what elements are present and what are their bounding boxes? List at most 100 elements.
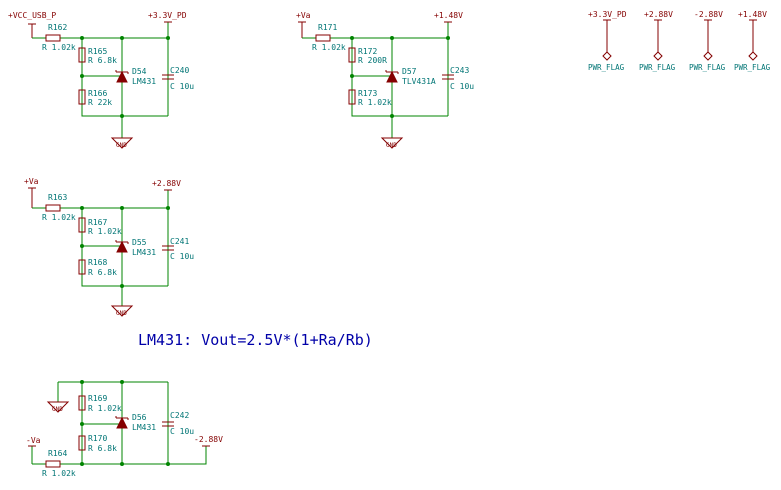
r-top-resistor xyxy=(78,395,86,411)
regulator-ref: D57 xyxy=(402,67,417,76)
va-power-symbol xyxy=(298,21,306,38)
pwr-flag-diamond-icon xyxy=(653,51,663,61)
gnd-label: GND xyxy=(116,310,127,317)
r-top-value: R 1.02k xyxy=(88,227,122,236)
pwr-flag-label: PWR_FLAG xyxy=(588,63,625,72)
capacitor-ref: C242 xyxy=(170,411,189,420)
net-label-output: +2.88V xyxy=(152,179,181,188)
gnd-label: GND xyxy=(52,406,63,413)
net-label-input: +Va xyxy=(296,11,311,20)
r-top-resistor xyxy=(78,47,86,63)
capacitor-ref: C243 xyxy=(450,66,469,75)
regulator-value: TLV431A xyxy=(402,77,436,86)
pwr-flag-label: PWR_FLAG xyxy=(734,63,771,72)
r-bottom-value: R 1.02k xyxy=(358,98,392,107)
gnd-symbol xyxy=(110,137,134,149)
r-top-ref: R165 xyxy=(88,47,107,56)
r-series-value: R 1.02k xyxy=(42,213,76,222)
r-series-ref: R171 xyxy=(318,23,337,32)
r-bottom-ref: R173 xyxy=(358,89,377,98)
r-bottom-resistor xyxy=(78,259,86,275)
r-bottom-resistor xyxy=(78,89,86,105)
r-bottom-resistor xyxy=(78,435,86,451)
pwr-flag-label: PWR_FLAG xyxy=(639,63,676,72)
r-bottom-ref: R168 xyxy=(88,258,107,267)
r-series-resistor xyxy=(45,460,61,468)
shunt-regulator-symbol xyxy=(115,416,129,429)
capacitor-symbol xyxy=(162,245,174,251)
shunt-regulator-symbol xyxy=(115,70,129,83)
gnd-label: GND xyxy=(386,142,397,149)
r-bottom-value: R 6.8k xyxy=(88,444,117,453)
circuit-1v48: +Va +1.48V R171 R 1.02k R172 R 200R R173… xyxy=(296,11,474,149)
capacitor-symbol xyxy=(162,74,174,80)
r-bottom-value: R 22k xyxy=(88,98,112,107)
shunt-regulator-symbol xyxy=(115,240,129,253)
va-power-symbol xyxy=(28,187,36,208)
power-flag-2: +2.88V PWR_FLAG xyxy=(639,10,676,72)
gnd-label: GND xyxy=(116,142,127,149)
regulator-ref: D55 xyxy=(132,238,147,247)
regulator-value: LM431 xyxy=(132,77,156,86)
pwr-flag-net: +2.88V xyxy=(644,10,673,19)
regulator-ref: D54 xyxy=(132,67,147,76)
net-label-input: -Va xyxy=(26,436,41,445)
net-label-output: +1.48V xyxy=(434,11,463,20)
capacitor-ref: C241 xyxy=(170,237,189,246)
regulator-ref: D56 xyxy=(132,413,147,422)
vcc-usb-p-power-symbol xyxy=(28,23,36,38)
r-series-value: R 1.02k xyxy=(42,43,76,52)
regulator-value: LM431 xyxy=(132,423,156,432)
r-top-resistor xyxy=(348,47,356,63)
r-bottom-value: R 6.8k xyxy=(88,268,117,277)
capacitor-value: C 10u xyxy=(170,82,194,91)
pwr-flag-net: +1.48V xyxy=(738,10,767,19)
gnd-symbol xyxy=(380,137,404,149)
net-label-output: +3.3V_PD xyxy=(148,11,187,20)
pwr-flag-diamond-icon xyxy=(748,51,758,61)
pwr-flag-net: -2.88V xyxy=(694,10,723,19)
capacitor-symbol xyxy=(442,74,454,80)
net-label-input: +Va xyxy=(24,177,39,186)
capacitor-value: C 10u xyxy=(450,82,474,91)
r-top-ref: R169 xyxy=(88,394,107,403)
pwr-flag-label: PWR_FLAG xyxy=(689,63,726,72)
r-top-value: R 200R xyxy=(358,56,387,65)
net-label-output: -2.88V xyxy=(194,435,223,444)
gnd-symbol xyxy=(110,305,134,317)
formula-note: LM431: Vout=2.5V*(1+Ra/Rb) xyxy=(138,331,373,349)
r-bottom-ref: R166 xyxy=(88,89,107,98)
r-series-value: R 1.02k xyxy=(42,469,76,478)
power-flag-4: +1.48V PWR_FLAG xyxy=(734,10,771,72)
r-top-value: R 1.02k xyxy=(88,404,122,413)
circuit-neg-2v88: GND -Va -2.88V R164 R 1.02k R169 R 1.02k… xyxy=(26,380,223,478)
pwr-flag-net: +3.3V_PD xyxy=(588,10,627,19)
r-series-ref: R164 xyxy=(48,449,67,458)
gnd-symbol xyxy=(46,401,70,413)
net-label-input: +VCC_USB_P xyxy=(8,11,56,20)
shunt-regulator-symbol xyxy=(385,70,399,83)
r-top-ref: R172 xyxy=(358,47,377,56)
r-series-ref: R163 xyxy=(48,193,67,202)
power-flag-3: -2.88V PWR_FLAG xyxy=(689,10,726,72)
r-bottom-ref: R170 xyxy=(88,434,107,443)
r-series-resistor xyxy=(45,34,61,42)
r-series-resistor xyxy=(45,204,61,212)
r-top-ref: R167 xyxy=(88,218,107,227)
pwr-flag-diamond-icon xyxy=(602,51,612,61)
r-top-resistor xyxy=(78,217,86,233)
r-series-value: R 1.02k xyxy=(312,43,346,52)
circuit-3v3-pd: +VCC_USB_P +3.3V_PD R162 R 1.02k R165 R … xyxy=(8,11,194,149)
capacitor-ref: C240 xyxy=(170,66,189,75)
capacitor-value: C 10u xyxy=(170,427,194,436)
capacitor-symbol xyxy=(162,421,174,427)
r-series-resistor xyxy=(315,34,331,42)
capacitor-value: C 10u xyxy=(170,252,194,261)
r-bottom-resistor xyxy=(348,89,356,105)
regulator-value: LM431 xyxy=(132,248,156,257)
power-flag-1: +3.3V_PD PWR_FLAG xyxy=(588,10,627,72)
circuit-2v88: +Va +2.88V R163 R 1.02k R167 R 1.02k R16… xyxy=(24,177,194,317)
r-top-value: R 6.8k xyxy=(88,56,117,65)
r-series-ref: R162 xyxy=(48,23,67,32)
